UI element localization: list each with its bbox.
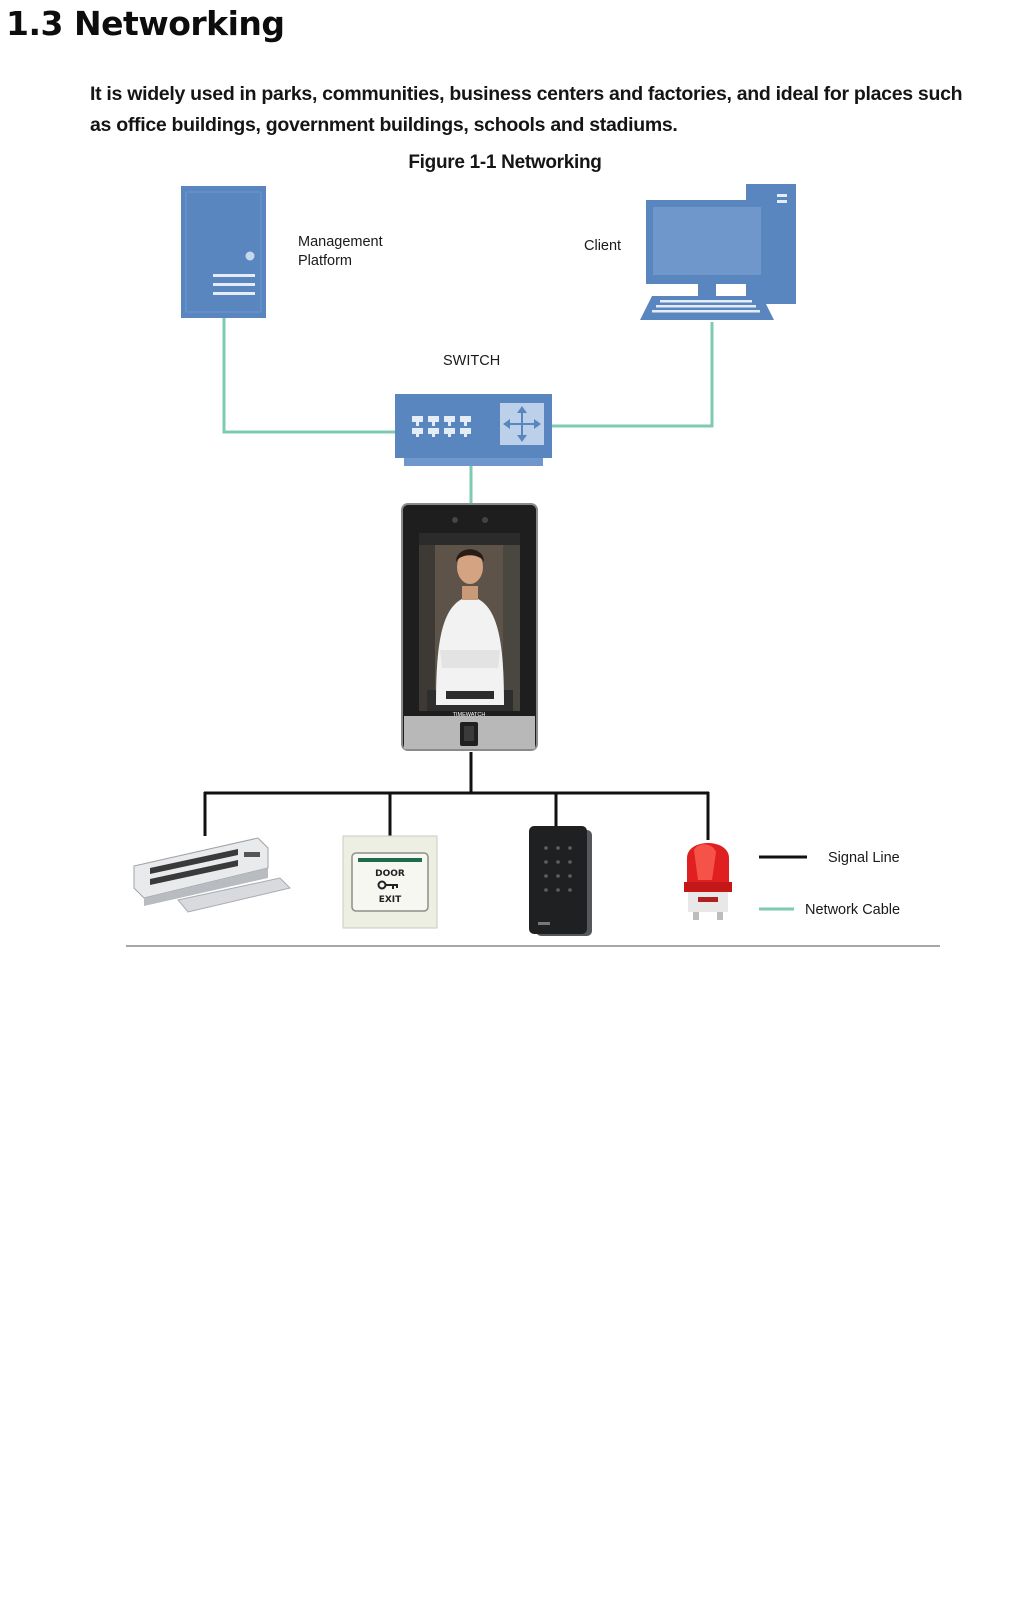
- section-heading: 1.3 Networking: [6, 4, 285, 43]
- figure-caption: Figure 1-1 Networking: [408, 152, 602, 173]
- face-recognition-terminal-icon: TIMEWATCH: [401, 503, 538, 751]
- magnetic-lock-icon: [133, 837, 291, 913]
- card-reader-icon: [529, 826, 592, 936]
- cable-client-to-switch: [552, 322, 714, 428]
- network-switch-icon: [395, 394, 552, 466]
- terminal-brand-label: TIMEWATCH: [453, 712, 486, 718]
- legend: Signal Line Network Cable: [759, 850, 900, 918]
- management-platform-label-line2: Platform: [298, 253, 352, 269]
- door-exit-label-line2: EXIT: [379, 895, 402, 905]
- intro-paragraph: It is widely used in parks, communities,…: [90, 83, 963, 136]
- management-platform-label-line1: Management: [298, 234, 383, 250]
- legend-network-cable-label: Network Cable: [805, 902, 900, 918]
- door-exit-label-line1: DOOR: [375, 869, 405, 879]
- alarm-siren-icon: [684, 843, 732, 920]
- door-exit-button-icon: DOOR EXIT: [342, 835, 438, 929]
- desktop-computer-icon: [640, 184, 796, 320]
- switch-label: SWITCH: [443, 353, 500, 369]
- legend-signal-line-label: Signal Line: [828, 850, 900, 866]
- signal-lines: [203, 752, 710, 840]
- server-icon: [181, 186, 266, 318]
- client-label: Client: [584, 238, 621, 254]
- cable-platform-to-switch: [222, 318, 396, 434]
- network-cables: [222, 318, 714, 505]
